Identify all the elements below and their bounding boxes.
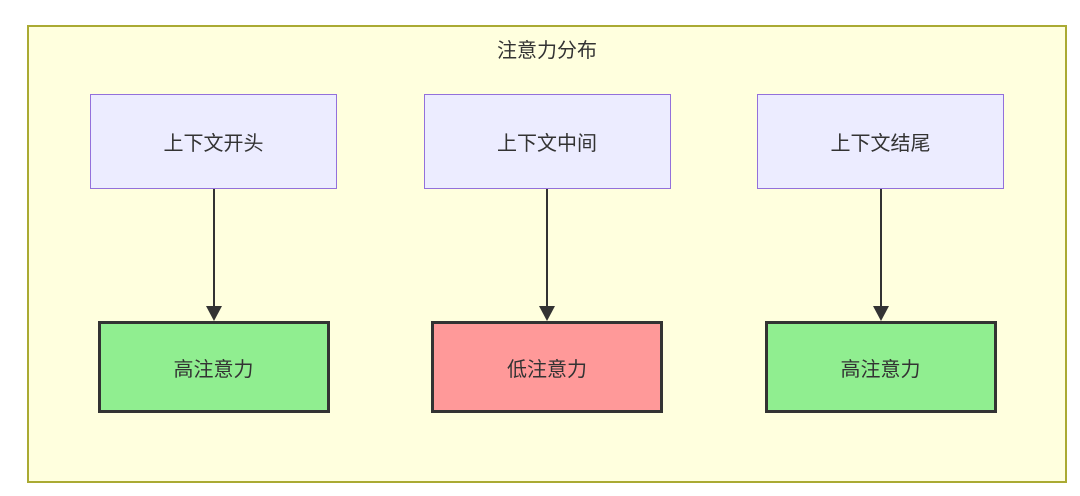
node-label: 高注意力: [840, 358, 921, 381]
diagram-title: 注意力分布: [497, 40, 597, 62]
node-label: 高注意力: [173, 358, 254, 381]
flow-column-context-end: 上下文结尾 高注意力: [757, 94, 1004, 413]
diagram-columns: 上下文开头 高注意力 上下文中间: [29, 94, 1065, 413]
node-label: 上下文开头: [163, 133, 264, 155]
attention-distribution-group: 注意力分布 上下文开头 高注意力 上下文中间: [27, 25, 1067, 483]
arrow-down-icon: [539, 189, 555, 321]
node-attention-high-1: 高注意力: [97, 321, 330, 413]
node-label: 上下文结尾: [830, 133, 931, 155]
node-label: 上下文中间: [497, 133, 597, 155]
node-context-end: 上下文结尾: [757, 94, 1004, 189]
flow-column-context-middle: 上下文中间 低注意力: [423, 94, 671, 413]
node-context-beginning: 上下文开头: [90, 94, 337, 189]
arrow-down-icon: [205, 189, 222, 321]
node-label: 低注意力: [507, 358, 587, 381]
node-attention-low: 低注意力: [431, 321, 663, 413]
flow-column-context-beginning: 上下文开头 高注意力: [90, 94, 337, 413]
node-attention-high-2: 高注意力: [764, 321, 997, 413]
arrow-down-icon: [872, 189, 889, 321]
node-context-middle: 上下文中间: [423, 94, 671, 189]
